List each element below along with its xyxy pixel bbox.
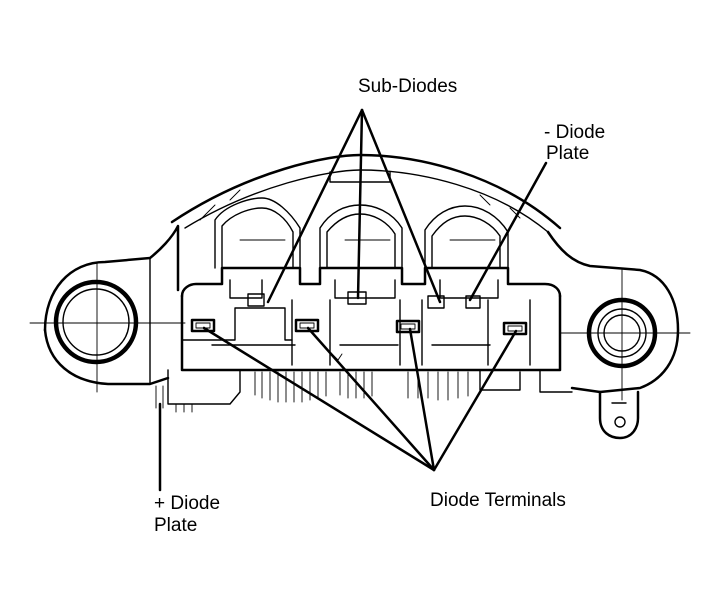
label-diode-terminals: Diode Terminals	[430, 490, 566, 511]
lower-pins	[155, 351, 573, 413]
leader-sub-diodes	[266, 108, 442, 304]
diode-plate-body	[180, 266, 562, 372]
leader-diode-terminals	[202, 326, 518, 472]
housing-arc	[170, 153, 562, 233]
right-mount	[546, 230, 691, 440]
label-pos-plate-line2: Plate	[154, 515, 198, 536]
upper-fins	[214, 197, 509, 269]
left-mount	[29, 224, 186, 393]
label-pos-plate-line1: + Diode	[154, 493, 221, 514]
label-sub-diodes: Sub-Diodes	[358, 76, 458, 97]
leader-neg-plate	[468, 161, 548, 302]
label-neg-plate-line1: - Diode	[544, 122, 606, 143]
diode-terminals-drawn	[190, 318, 528, 336]
label-neg-plate-line2: Plate	[546, 143, 590, 164]
